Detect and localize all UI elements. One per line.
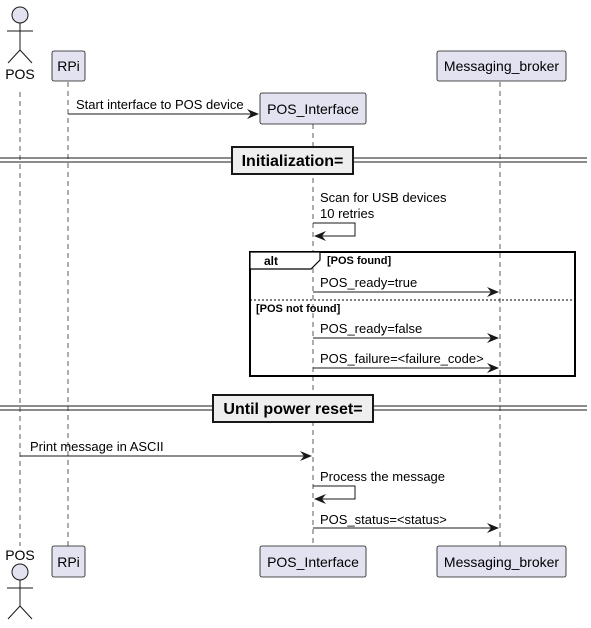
message-scan-arrow bbox=[313, 222, 356, 241]
alt-guard-not-found: [POS not found] bbox=[256, 303, 341, 315]
participant-rpi-top: RPi bbox=[51, 50, 86, 82]
message-process-arrow bbox=[313, 485, 356, 504]
participant-messaging-broker-top: Messaging_broker bbox=[436, 50, 567, 82]
alt-fragment: alt [POS found] [POS not found] bbox=[249, 251, 576, 377]
message-pos-ready-true-label: POS_ready=true bbox=[320, 275, 417, 290]
participant-rpi-bottom: RPi bbox=[51, 545, 86, 578]
message-pos-status-label: POS_status=<status> bbox=[320, 512, 447, 527]
participant-pos-interface-bottom: POS_Interface bbox=[259, 545, 367, 578]
divider-until-power-reset: Until power reset= bbox=[0, 394, 587, 423]
participant-label: RPi bbox=[57, 58, 80, 74]
actor-label: POS bbox=[5, 66, 35, 82]
message-start-interface-label: Start interface to POS device bbox=[76, 97, 244, 112]
participant-messaging-broker-bottom: Messaging_broker bbox=[436, 545, 567, 578]
message-process-label: Process the message bbox=[320, 469, 445, 484]
actor-label: POS bbox=[5, 547, 35, 563]
alt-keyword: alt bbox=[264, 254, 278, 268]
participant-label: Messaging_broker bbox=[444, 554, 560, 570]
participant-label: Messaging_broker bbox=[444, 58, 560, 74]
message-scan-label-line2: 10 retries bbox=[320, 206, 375, 221]
actor-pos-top: POS bbox=[5, 6, 35, 82]
divider-initialization: Initialization= bbox=[0, 146, 587, 175]
participant-label: RPi bbox=[57, 554, 80, 570]
message-scan-label-line1: Scan for USB devices bbox=[320, 190, 447, 205]
actor-icon bbox=[7, 6, 33, 64]
alt-guard-found: [POS found] bbox=[327, 255, 391, 267]
participant-label: POS_Interface bbox=[267, 101, 359, 117]
divider-label: Initialization= bbox=[242, 153, 344, 170]
actor-pos-bottom: POS bbox=[5, 547, 35, 620]
message-pos-failure-label: POS_failure=<failure_code> bbox=[320, 351, 484, 366]
message-print-label: Print message in ASCII bbox=[30, 439, 164, 454]
actor-icon bbox=[7, 563, 33, 620]
divider-label: Until power reset= bbox=[223, 401, 362, 418]
participant-pos-interface-top: POS_Interface bbox=[259, 92, 367, 125]
message-pos-ready-false-label: POS_ready=false bbox=[320, 321, 422, 336]
participant-label: POS_Interface bbox=[267, 554, 359, 570]
